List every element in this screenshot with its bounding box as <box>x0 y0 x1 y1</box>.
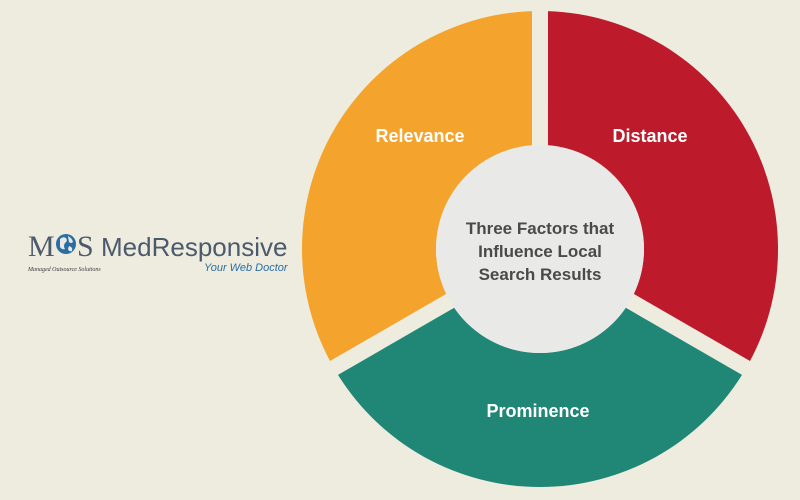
segment-label-distance: Distance <box>612 126 687 146</box>
logo-letter-m: M <box>28 230 55 263</box>
logo-subtitle: Managed Outsource Solutions <box>28 267 101 273</box>
center-title-line-2: Influence Local <box>478 242 602 261</box>
segment-distance <box>547 11 779 362</box>
medresponsive-logo: M S Managed Outsource Solutions MedRespo… <box>28 222 298 282</box>
segment-label-prominence: Prominence <box>486 401 589 421</box>
center-title-line-1: Three Factors that <box>466 219 615 238</box>
segment-label-relevance: Relevance <box>375 126 464 146</box>
center-title-line-3: Search Results <box>479 265 602 284</box>
mos-logo-mark: M S <box>28 230 94 263</box>
logo-brand-name: MedResponsive <box>101 232 288 262</box>
logo-tagline: Your Web Doctor <box>204 262 288 274</box>
globe-icon <box>56 234 76 254</box>
segment-relevance <box>301 11 533 362</box>
segment-prominence <box>338 307 742 488</box>
logo-letter-s: S <box>77 230 94 263</box>
center-circle <box>436 145 644 353</box>
